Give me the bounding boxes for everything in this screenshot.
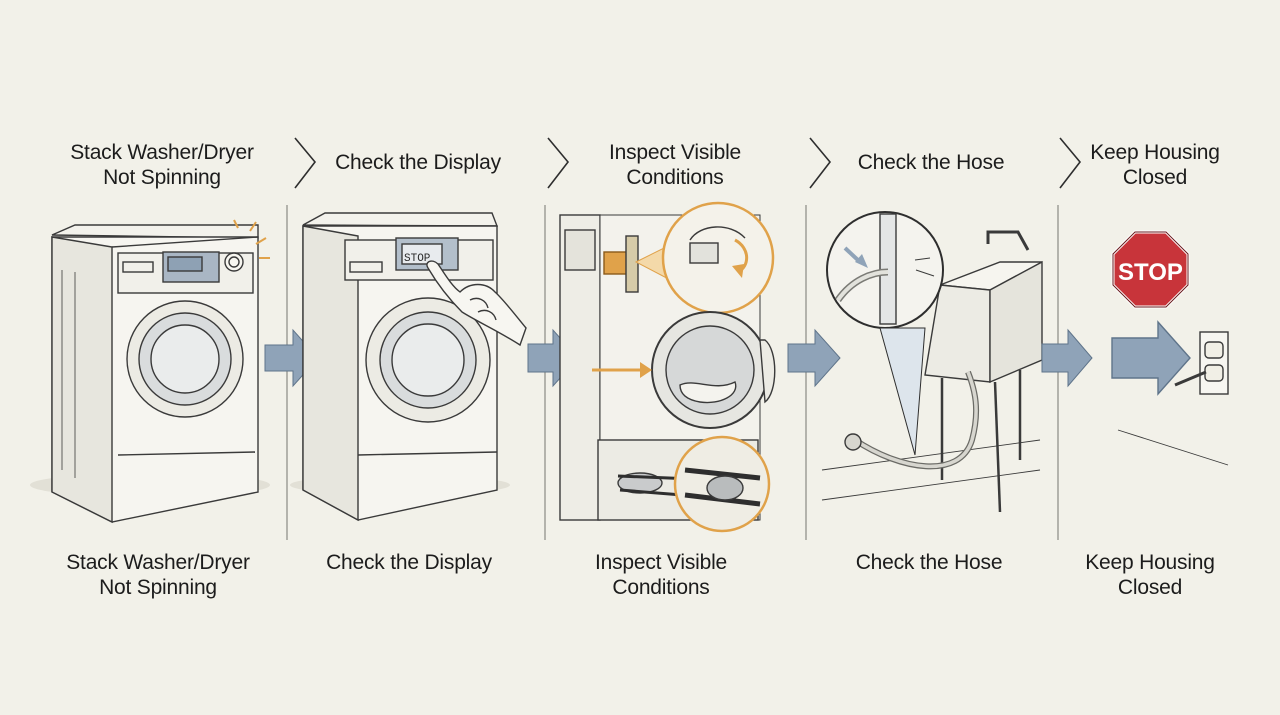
stop-sign-icon [1111, 230, 1190, 309]
step-5-bottom-line-2: Closed [1117, 576, 1183, 599]
flow-arrow-3 [787, 328, 841, 388]
chevron-right-icon [294, 137, 317, 189]
step-5-top-line-2: Closed [1122, 166, 1188, 189]
step-5-bottom-line-1: Keep Housing [1085, 551, 1215, 574]
chevron-right-icon [1059, 137, 1082, 189]
step-4-bottom-label: Check the Hose [809, 550, 1049, 575]
display-readout: STOP [404, 253, 431, 265]
drain-hose-icon [821, 211, 1043, 513]
magnifier-callouts-icon [559, 201, 776, 533]
step-3-bottom-line-1: Inspect Visible [594, 551, 728, 574]
chevron-right-icon [547, 137, 570, 189]
step-1-top-line-1: Stack Washer/Dryer [70, 141, 254, 164]
hand-pressing-button-icon [290, 212, 527, 522]
step-3-bottom-label: Inspect Visible Conditions [541, 550, 781, 600]
step-5-bottom-label: Keep Housing Closed [1030, 550, 1270, 600]
step-2-bottom-line-1: Check the Display [326, 551, 492, 574]
step-1-bottom-label: Stack Washer/Dryer Not Spinning [38, 550, 278, 600]
step-2-bottom-label: Check the Display [289, 550, 529, 575]
step-2-top-line-1: Check the Display [335, 151, 501, 174]
step-1-bottom-line-1: Stack Washer/Dryer [66, 551, 250, 574]
step-3-top-line-2: Conditions [626, 166, 724, 189]
step-1-bottom-line-2: Not Spinning [99, 576, 217, 599]
step-1-top-label: Stack Washer/Dryer Not Spinning [42, 140, 282, 190]
unplug-outlet-icon [1111, 320, 1229, 466]
step-3-top-line-1: Inspect Visible [608, 141, 742, 164]
step-3-top-label: Inspect Visible Conditions [555, 140, 795, 190]
step-4-bottom-line-1: Check the Hose [855, 551, 1003, 574]
step-4-top-line-1: Check the Hose [857, 151, 1005, 174]
chevron-right-icon [809, 137, 832, 189]
step-4-top-label: Check the Hose [811, 150, 1051, 175]
step-5-top-label: Keep Housing Closed [1035, 140, 1275, 190]
step-5-top-line-1: Keep Housing [1090, 141, 1220, 164]
stop-sign-label: STOP [1118, 259, 1183, 286]
step-chevrons [294, 137, 1082, 189]
step-3-bottom-line-2: Conditions [612, 576, 710, 599]
washer-icon [30, 219, 270, 524]
step-2-top-label: Check the Display [298, 150, 538, 175]
flow-arrow-4 [1041, 328, 1093, 388]
step-1-top-line-2: Not Spinning [103, 166, 221, 189]
